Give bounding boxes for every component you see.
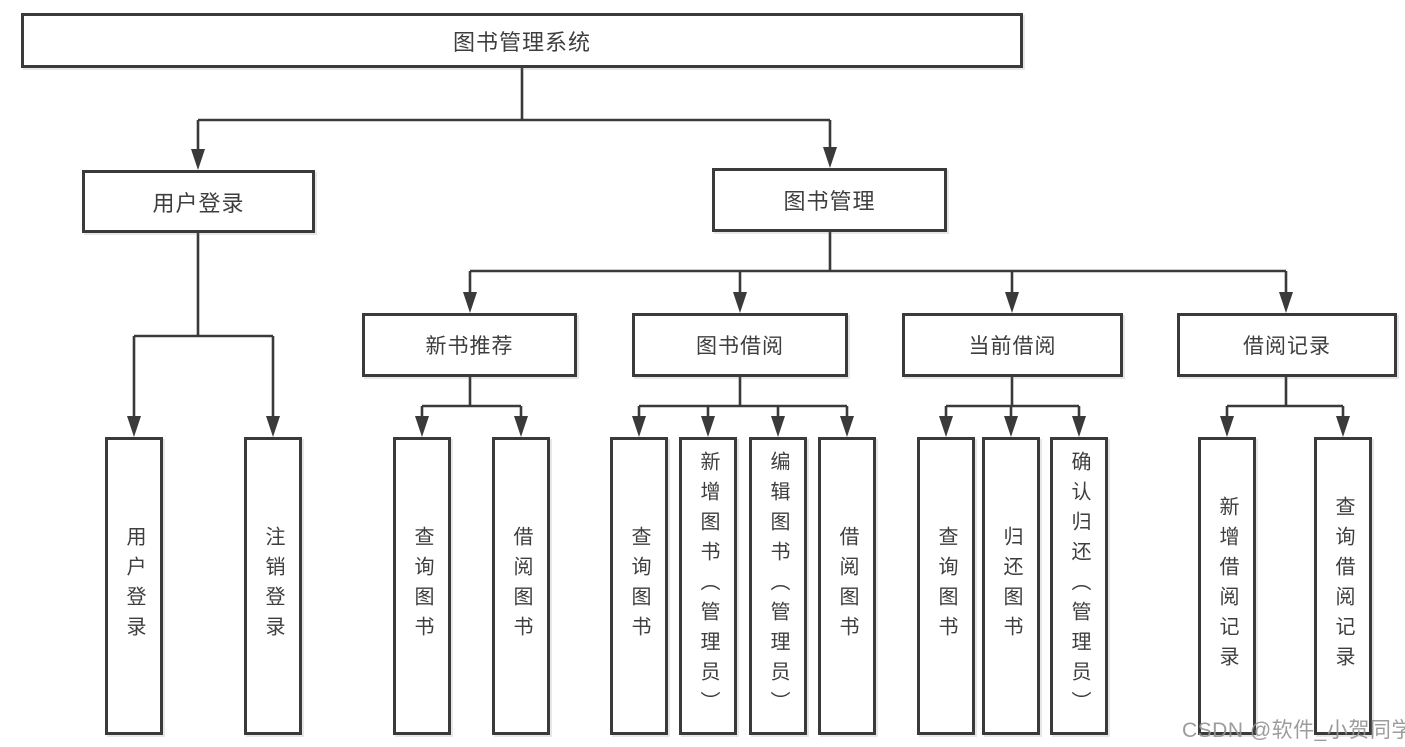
leaf-borrow-borrow-books: 借阅图书 bbox=[818, 437, 876, 735]
node-borrow-records: 借阅记录 bbox=[1177, 313, 1397, 377]
node-label: 查询图书 bbox=[411, 526, 433, 646]
leaf-current-return-books: 归还图书 bbox=[982, 437, 1040, 735]
node-user-login: 用户登录 bbox=[82, 170, 315, 233]
leaf-user-login: 用户登录 bbox=[105, 437, 163, 735]
node-label: 借阅记录 bbox=[1243, 335, 1331, 358]
leaf-current-query-books: 查询图书 bbox=[917, 437, 975, 735]
node-label: 查询图书 bbox=[935, 526, 957, 646]
node-book-borrow: 图书借阅 bbox=[632, 313, 848, 377]
leaf-newrec-borrow-books: 借阅图书 bbox=[492, 437, 550, 735]
node-label: 新增图书（管理员） bbox=[697, 451, 719, 721]
node-label: 确认归还（管理员） bbox=[1068, 451, 1090, 721]
node-label: 编辑图书（管理员） bbox=[767, 451, 789, 721]
node-label: 用户登录 bbox=[123, 526, 145, 646]
node-label: 归还图书 bbox=[1000, 526, 1022, 646]
node-label: 当前借阅 bbox=[968, 335, 1057, 358]
node-label: 图书管理 bbox=[783, 189, 876, 214]
node-label: 图书管理系统 bbox=[452, 29, 591, 55]
leaf-records-add-borrow-record: 新增借阅记录 bbox=[1198, 437, 1256, 735]
node-book-management: 图书管理 bbox=[712, 168, 947, 232]
node-label: 图书借阅 bbox=[696, 335, 784, 358]
node-label: 注销登录 bbox=[262, 526, 284, 646]
leaf-newrec-query-books: 查询图书 bbox=[393, 437, 451, 735]
leaf-current-confirm-return-admin: 确认归还（管理员） bbox=[1050, 437, 1108, 735]
node-label: 查询借阅记录 bbox=[1332, 496, 1354, 676]
leaf-records-query-borrow-record: 查询借阅记录 bbox=[1314, 437, 1372, 735]
leaf-borrow-query-books: 查询图书 bbox=[610, 437, 668, 735]
node-current-borrow: 当前借阅 bbox=[902, 313, 1123, 377]
node-label: 用户登录 bbox=[152, 190, 245, 216]
leaf-borrow-add-books-admin: 新增图书（管理员） bbox=[679, 437, 737, 735]
csdn-watermark: CSDN @软件_小贺同学 bbox=[1182, 719, 1405, 742]
node-label: 借阅图书 bbox=[836, 526, 858, 646]
leaf-logout: 注销登录 bbox=[244, 437, 302, 735]
node-label: 新增借阅记录 bbox=[1216, 496, 1238, 676]
node-root: 图书管理系统 bbox=[21, 13, 1023, 68]
node-new-book-recommend: 新书推荐 bbox=[362, 313, 577, 377]
node-label: 新书推荐 bbox=[425, 335, 514, 358]
node-label: 借阅图书 bbox=[510, 526, 532, 646]
node-label: 查询图书 bbox=[628, 526, 650, 646]
leaf-borrow-edit-books-admin: 编辑图书（管理员） bbox=[749, 437, 807, 735]
